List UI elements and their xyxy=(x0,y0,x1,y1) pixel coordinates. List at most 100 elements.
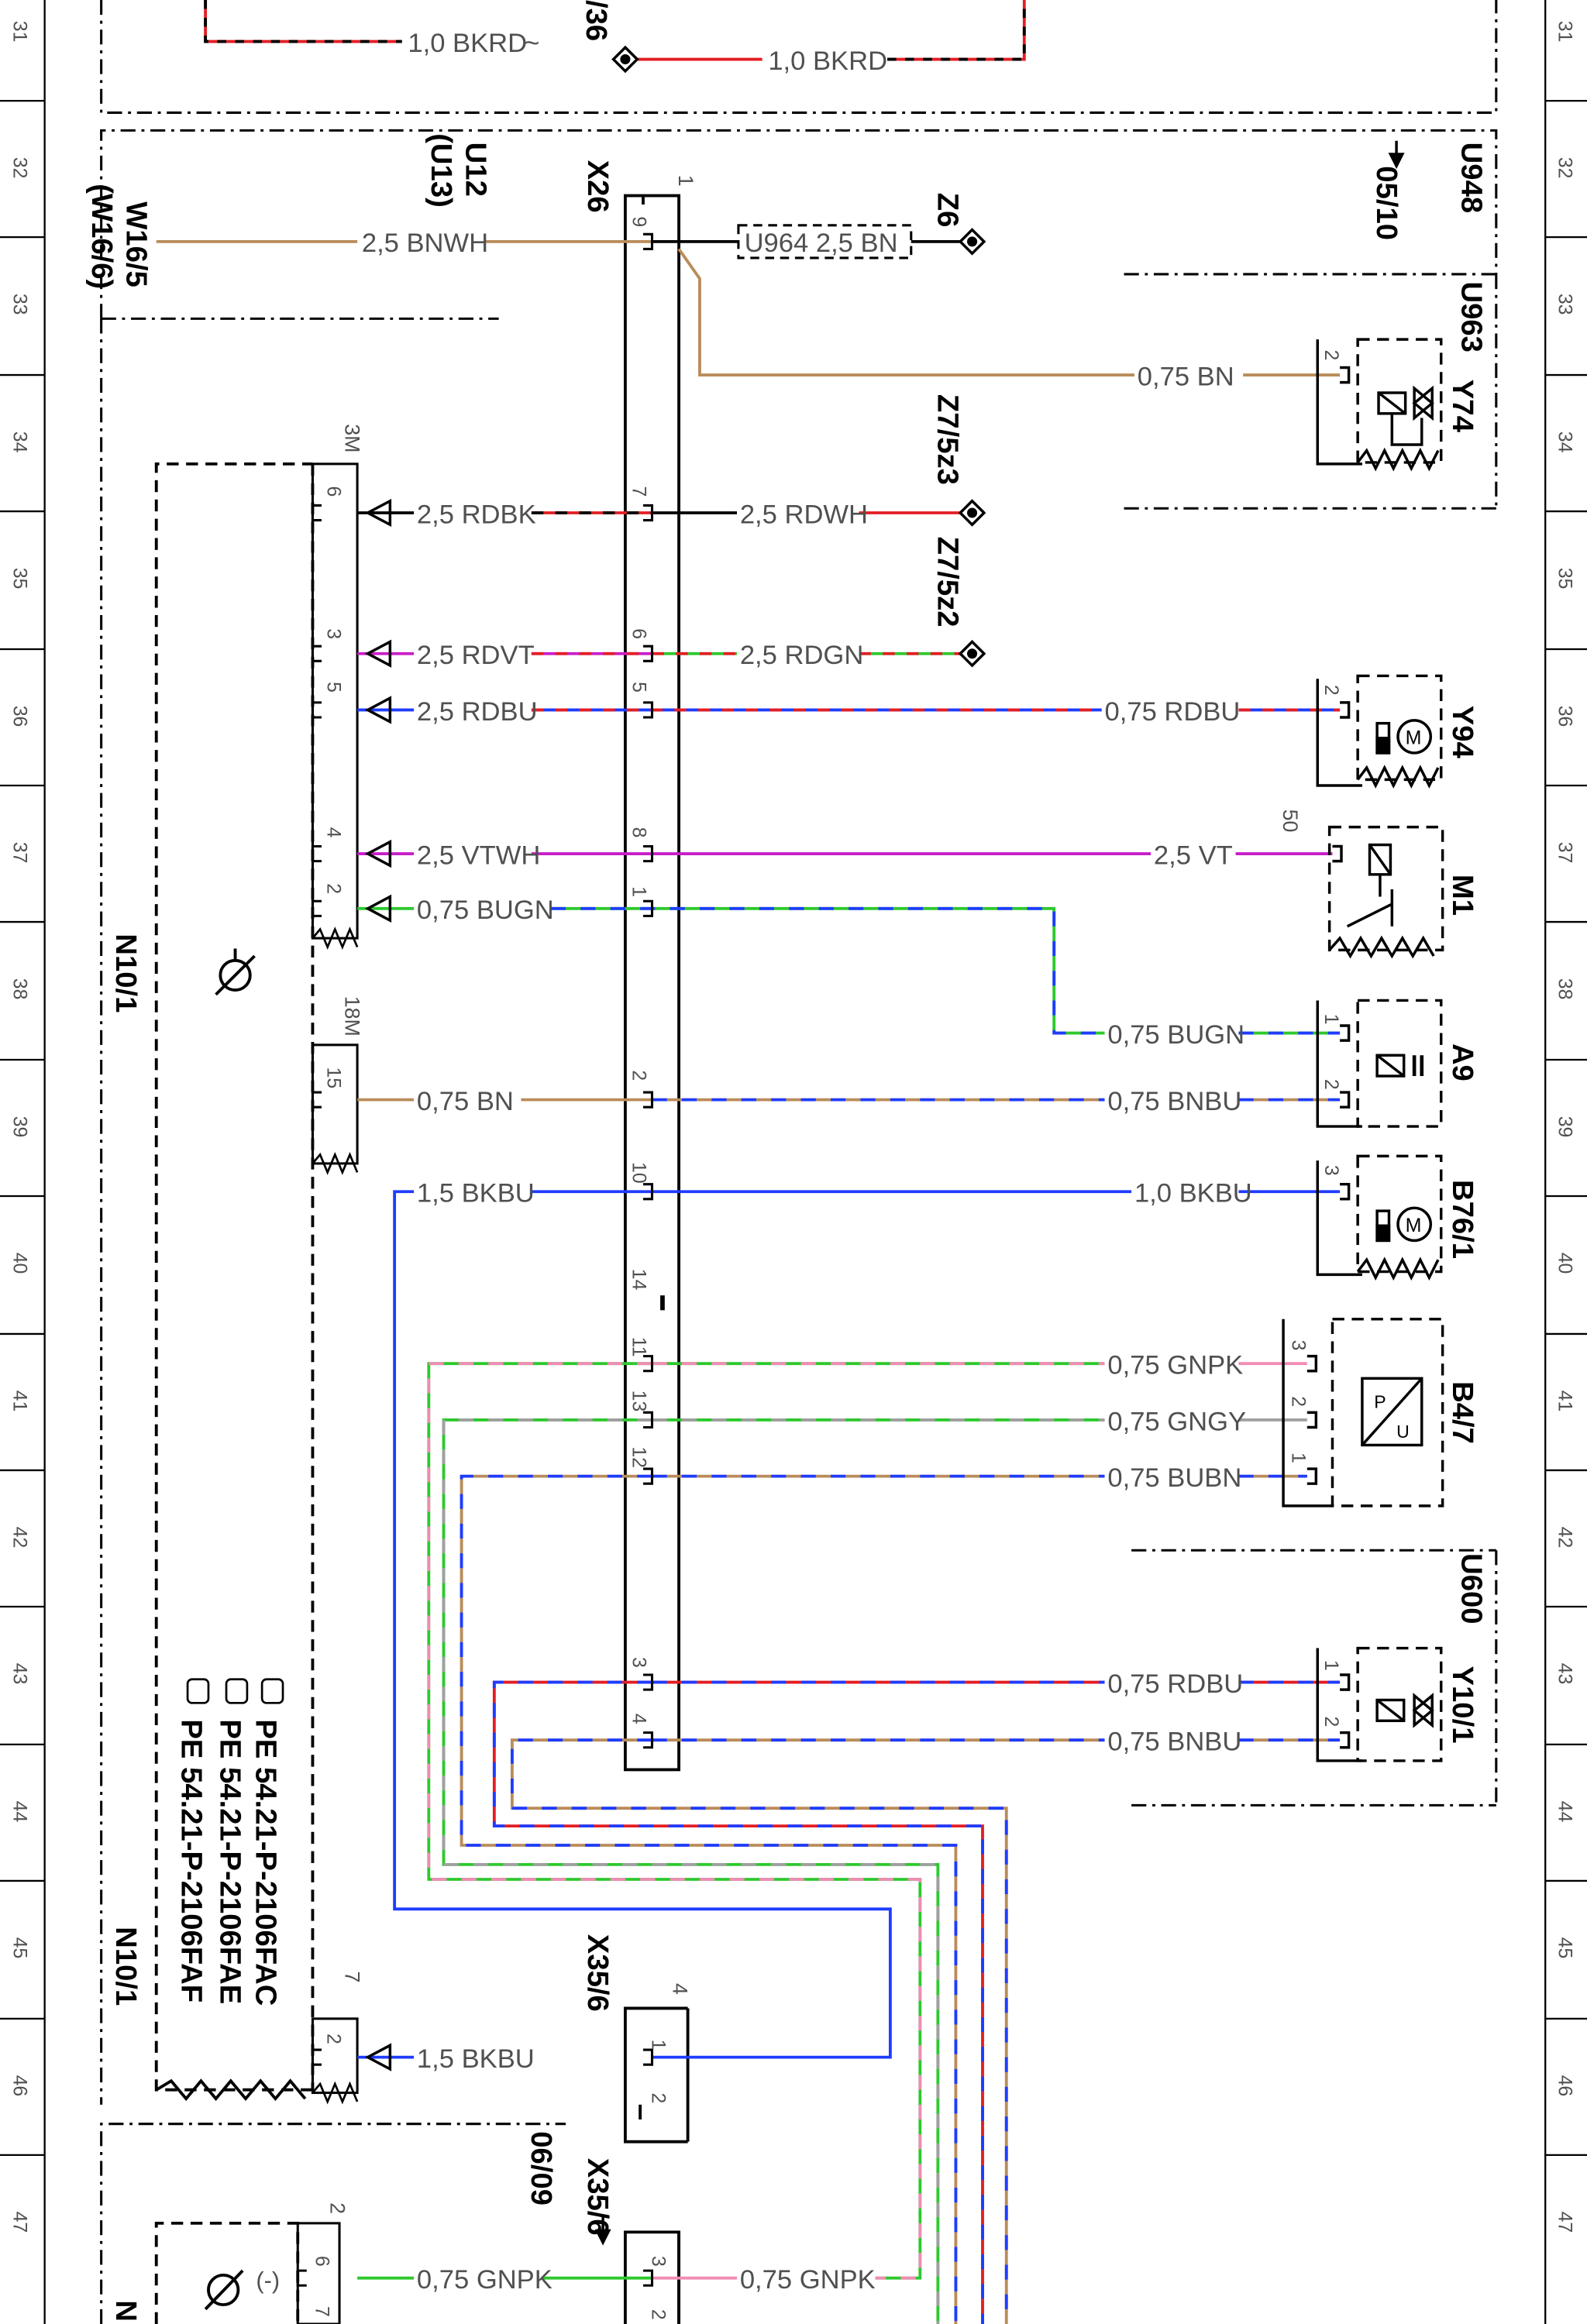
x35-6-connector xyxy=(623,2006,690,2144)
x26-pin-label: 9 xyxy=(628,216,649,227)
designator-u13: (U13) xyxy=(425,133,458,208)
x26-pin-label: 10 xyxy=(628,1162,649,1184)
label-rdbu-075: 0,75 RDBU xyxy=(1105,697,1241,727)
designators: W16/5 (W16/6) U12 (U13) X26 /36 Z6 Z7/5z… xyxy=(85,0,1489,2322)
x26-pin-label: 7 xyxy=(628,486,649,497)
x26-pin-label: 4 xyxy=(628,1714,649,1724)
label-bnbu-a9: 0,75 BNBU xyxy=(1107,1087,1241,1116)
label-bkbu-15: 1,5 BKBU xyxy=(417,1179,535,1208)
ruler-label-right: 32 xyxy=(1554,157,1575,179)
n10-bottom-pin-label: 6 xyxy=(311,2256,332,2267)
designator-x35-6-a: X35/6 xyxy=(581,1934,614,2012)
connector-arrows xyxy=(364,498,392,2071)
designator-b4-7: B4/7 xyxy=(1446,1381,1479,1444)
right-ruler xyxy=(1544,0,1587,2324)
ground-ecu-icon xyxy=(204,2269,244,2311)
label-bkrd-right: 1,0 BKRD xyxy=(768,46,887,76)
labels: 1,0 BKRD ~ 1,0 BKRD 2,5 BNWH U964 2,5 BN… xyxy=(256,29,1251,2295)
x26-pin-label: 6 xyxy=(628,628,649,639)
ruler-label-right: 38 xyxy=(1554,978,1575,1000)
b4-7-pressure-sensor: P U xyxy=(1282,1318,1444,1508)
designator-z7-5z2: Z7/5z2 xyxy=(931,537,964,627)
svg-text:U: U xyxy=(1396,1422,1410,1442)
ruler-label-left: 40 xyxy=(9,1253,30,1274)
ground-points xyxy=(611,45,986,668)
wire-bnbu-y10 xyxy=(510,1738,1008,2324)
ruler-label-left: 47 xyxy=(9,2212,30,2233)
y10-1-pin-label: 2 xyxy=(1320,1717,1342,1728)
y94-pin-label: 2 xyxy=(1320,685,1342,696)
svg-text:M: M xyxy=(1406,1215,1422,1236)
ruler-label-right: 37 xyxy=(1554,842,1575,864)
y74-pin-label: 2 xyxy=(1320,350,1342,361)
designator-n10-1-bottom: N10/1 xyxy=(109,1927,143,2006)
ruler-label-left: 36 xyxy=(9,706,30,727)
label-bkbu-15-bottom: 1,5 BKBU xyxy=(417,2044,535,2074)
ruler-label-left: 37 xyxy=(9,842,30,864)
ruler-label-left: 38 xyxy=(9,978,30,1000)
x26-pin-label: 8 xyxy=(628,827,649,838)
ruler-label-right: 42 xyxy=(1554,1527,1575,1549)
label-rdbk: 2,5 RDBK xyxy=(417,500,536,529)
designator-ref-0609: 06/09 xyxy=(525,2131,558,2205)
label-gnpk-bottom-right: 0,75 GNPK xyxy=(740,2265,876,2295)
designator-pe2: PE 54.21-P-2106FAE xyxy=(213,1719,246,2004)
ruler-label-right: 47 xyxy=(1554,2212,1575,2233)
pin-terminals xyxy=(296,232,665,2287)
designator-u948: U948 xyxy=(1455,143,1489,213)
designator-z7-5z3: Z7/5z3 xyxy=(931,394,964,485)
ruler-label-left: 45 xyxy=(9,1937,30,1959)
label-bkrd-left: 1,0 BKRD xyxy=(408,29,527,58)
a9-pin-label: 1 xyxy=(1320,1014,1342,1025)
b4-7-pin-label: 2 xyxy=(1288,1396,1310,1407)
designator-n-bottom: N xyxy=(109,2300,143,2322)
designator-y74: Y74 xyxy=(1446,380,1479,433)
designator-x35-6-b: X35/6 xyxy=(581,2158,614,2236)
n10-3m-pin-label: 3 xyxy=(323,628,345,639)
ruler-label-left: 44 xyxy=(9,1801,30,1823)
label-x35-pin4: 4 xyxy=(668,1983,691,1995)
b76-1-pin-label: 3 xyxy=(1320,1165,1342,1176)
designator-pe3: PE 54.21-P-2106FAF xyxy=(174,1719,208,2003)
n10-7-pin-label: 2 xyxy=(323,2033,345,2044)
ruler-label-right: 33 xyxy=(1554,294,1575,315)
b4-7-pin-label: 1 xyxy=(1288,1452,1310,1463)
wire-bn-y74 xyxy=(677,248,1134,376)
svg-text:P: P xyxy=(1374,1392,1386,1412)
ruler-label-right: 44 xyxy=(1554,1801,1575,1823)
pin-labels: 9765812101411131234635421522123321122123… xyxy=(311,216,1342,2319)
n10-3m-pin-label: 6 xyxy=(323,486,345,497)
label-minus: (-) xyxy=(256,2267,280,2294)
x26-pin-label: 12 xyxy=(628,1446,649,1468)
ruler-label-right: 40 xyxy=(1554,1253,1575,1274)
designator-x26: X26 xyxy=(581,160,614,213)
label-m1-pin: 50 xyxy=(1279,810,1302,833)
designator-u12: U12 xyxy=(459,143,492,197)
label-rdgn: 2,5 RDGN xyxy=(740,641,863,670)
b4-7-pin-label: 3 xyxy=(1288,1340,1310,1351)
label-bn-y74: 0,75 BN xyxy=(1138,363,1234,392)
b76-1-sensor: M xyxy=(1316,1154,1443,1281)
m1-starter xyxy=(1327,825,1444,959)
label-rdvt: 2,5 RDVT xyxy=(417,641,535,670)
x35-6-pin-label: 2 xyxy=(647,2093,669,2104)
label-gnpk-bottom-left: 0,75 GNPK xyxy=(417,2265,553,2295)
label-x26-pin1: 1 xyxy=(674,175,697,187)
svg-text:M: M xyxy=(1406,727,1422,749)
left-ruler xyxy=(0,0,46,2324)
label-18m: 18M xyxy=(341,996,364,1037)
wire-gngy xyxy=(442,1418,940,2324)
label-n10-pin2: 2 xyxy=(325,2202,349,2214)
designator-w16-6: (W16/6) xyxy=(85,184,119,289)
label-bubn: 0,75 BUBN xyxy=(1107,1463,1241,1493)
y74-valve xyxy=(1316,338,1443,472)
label-bn-075: 0,75 BN xyxy=(417,1087,514,1116)
ruler-label-left: 46 xyxy=(9,2075,30,2097)
label-bugn-right: 0,75 BUGN xyxy=(1107,1020,1244,1050)
wire-rdbu-y10 xyxy=(492,1680,984,2324)
y10-1-valve xyxy=(1316,1646,1443,1762)
designator-y94: Y94 xyxy=(1446,706,1479,759)
y10-1-pin-label: 1 xyxy=(1320,1660,1342,1671)
